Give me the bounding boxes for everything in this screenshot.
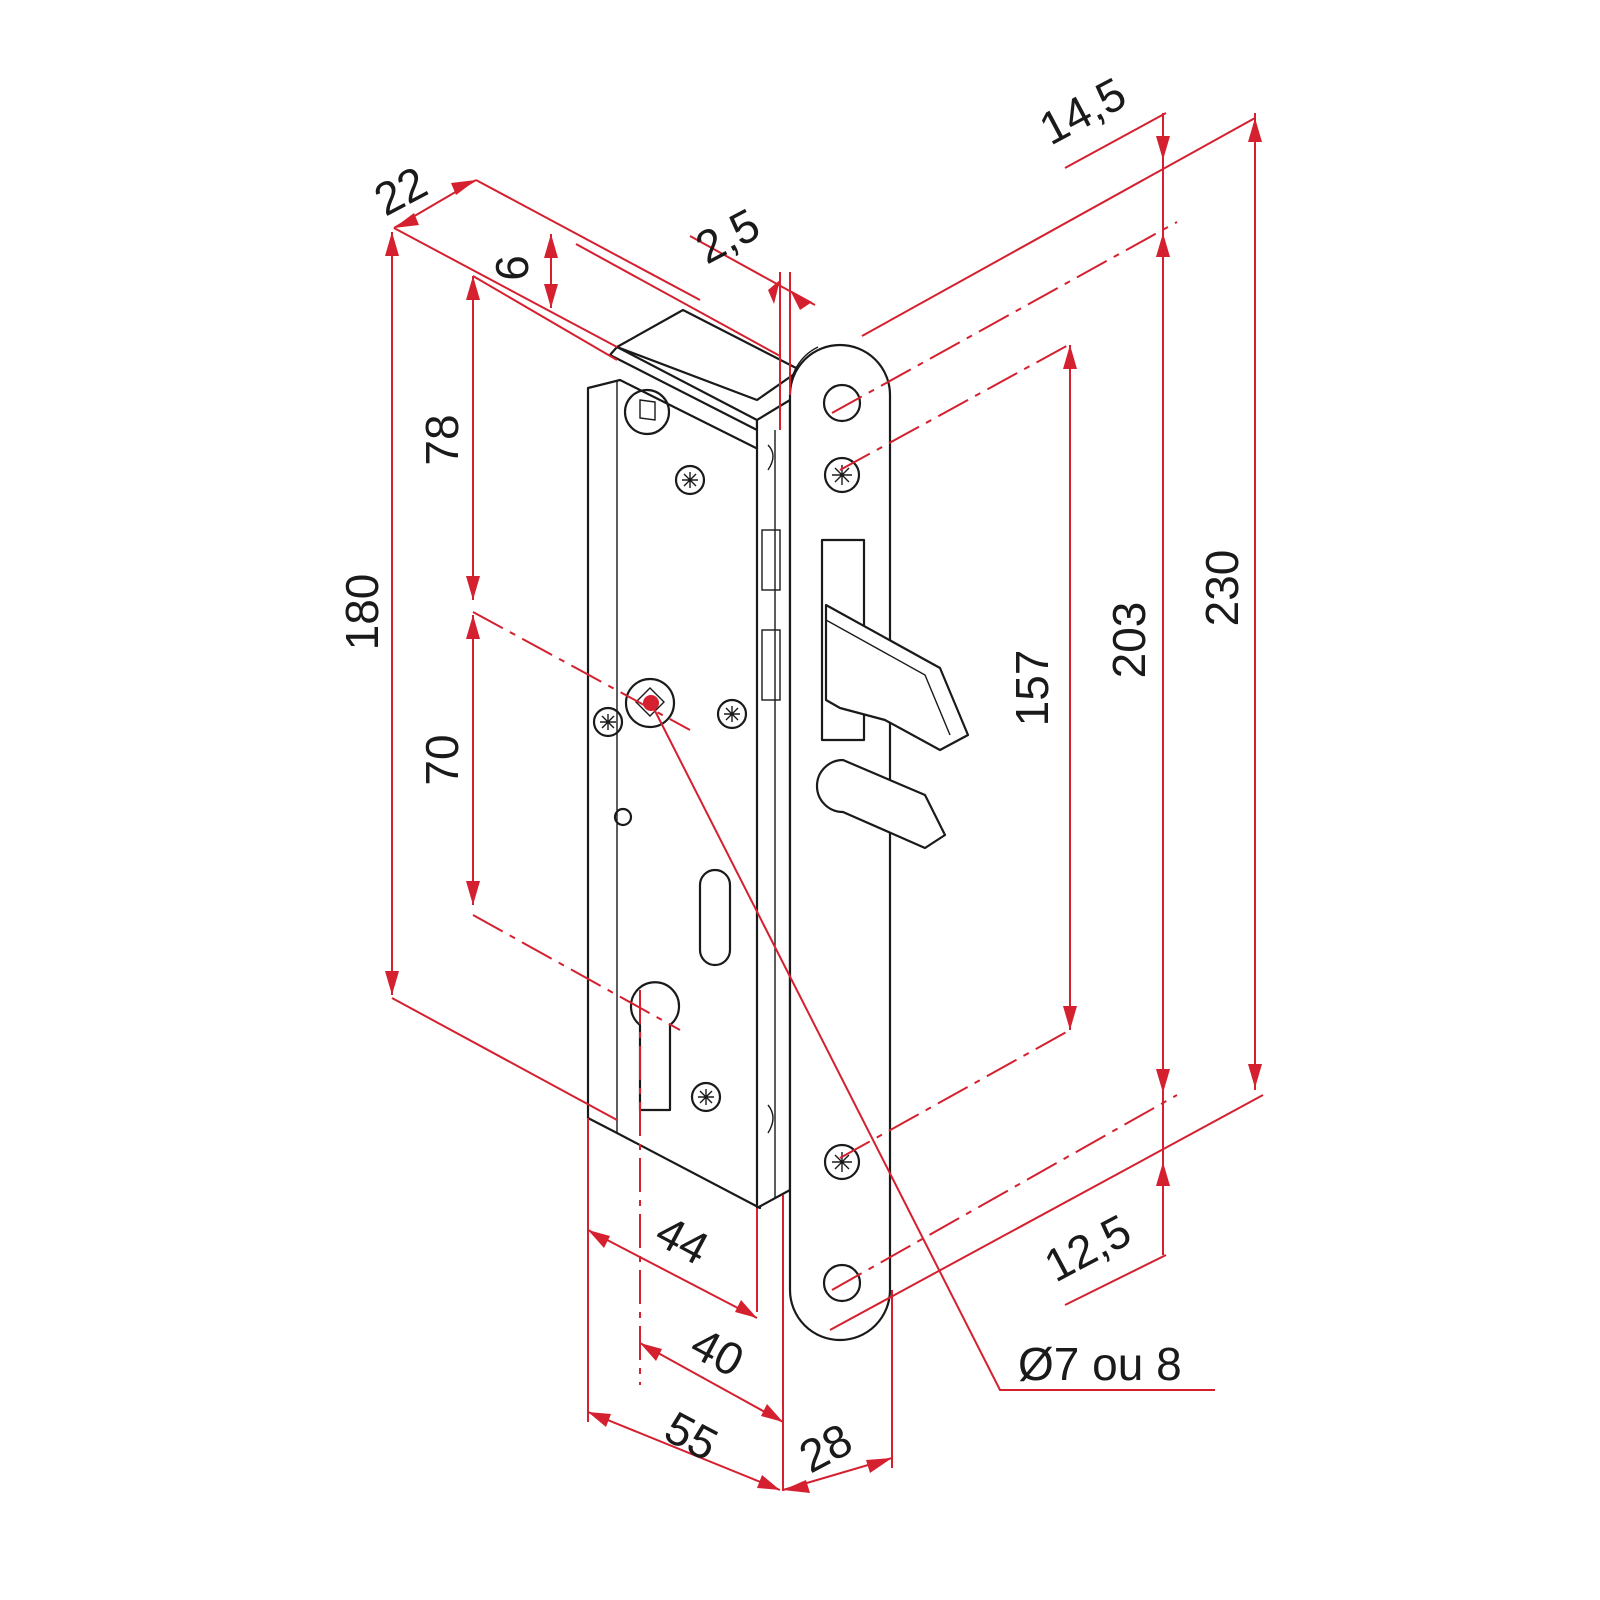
hook-bolt-edge xyxy=(825,619,951,736)
dim-2-5: 2,5 xyxy=(687,198,768,274)
dim-230: 230 xyxy=(1196,550,1248,627)
faceplate-top-hole xyxy=(822,383,862,423)
spindle-diameter-label: Ø7 ou 8 xyxy=(1018,1338,1182,1390)
dim-12-5: 12,5 xyxy=(1036,1204,1139,1292)
cylinder-cutout xyxy=(629,981,681,1112)
dim-44: 44 xyxy=(648,1205,718,1275)
top-hole xyxy=(623,388,671,436)
hook-bolt-body xyxy=(824,603,970,752)
pin-bolt-body xyxy=(815,758,947,850)
spindle-follower xyxy=(624,677,676,729)
screw-icon xyxy=(823,1143,861,1181)
faceplate-bottom-hole xyxy=(822,1263,862,1303)
oval-slot xyxy=(698,868,732,967)
dim-6: 6 xyxy=(486,255,538,281)
case-features xyxy=(592,388,748,1113)
dim-70: 70 xyxy=(416,734,468,785)
screw-icon xyxy=(592,706,624,738)
mechanism-slot xyxy=(761,529,781,591)
screw-icon xyxy=(823,456,861,494)
screw-icon xyxy=(716,698,748,730)
dim-180: 180 xyxy=(336,574,388,651)
dim-78: 78 xyxy=(416,414,468,465)
dim-40: 40 xyxy=(683,1317,753,1387)
dim-203: 203 xyxy=(1103,602,1155,679)
dim-14-5: 14,5 xyxy=(1031,67,1134,155)
dim-55: 55 xyxy=(657,1401,727,1471)
mechanism-slot-lower xyxy=(761,629,781,701)
small-hole xyxy=(613,807,633,827)
dim-22: 22 xyxy=(366,156,436,226)
hook-bolt xyxy=(824,603,970,752)
case-top-face xyxy=(615,308,802,402)
dim-157: 157 xyxy=(1006,650,1058,727)
screw-icon xyxy=(674,464,706,496)
spindle-square-icon xyxy=(635,687,665,717)
dim-28: 28 xyxy=(791,1413,861,1483)
case-side-face xyxy=(755,398,792,1210)
screw-icon xyxy=(690,1081,722,1113)
case-side-details xyxy=(767,444,774,1134)
pin-bolt xyxy=(815,758,947,850)
top-hole-square xyxy=(639,399,656,421)
faceplate-face xyxy=(788,343,892,1342)
faceplate xyxy=(788,343,892,1342)
lock-case xyxy=(586,308,802,1210)
case-front-face xyxy=(586,378,762,1210)
dimension-arrows xyxy=(385,118,1262,1493)
